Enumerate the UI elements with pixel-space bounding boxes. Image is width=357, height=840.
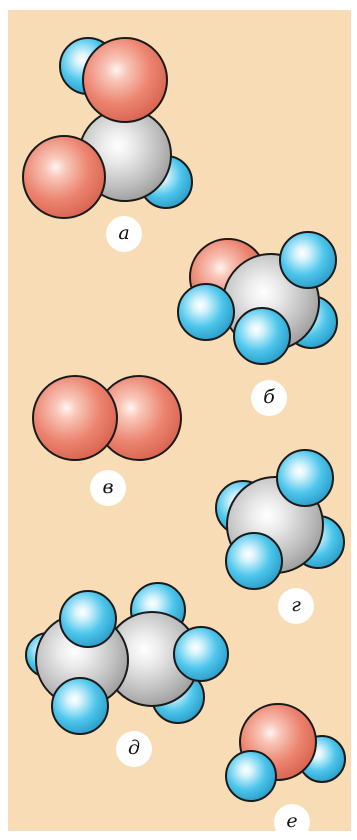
molecule-label-d: д — [116, 731, 152, 767]
oxygen-atom — [22, 135, 106, 219]
molecule-label-a: а — [106, 216, 142, 252]
molecule-label-v: в — [90, 470, 126, 506]
hydrogen-atom — [173, 626, 229, 682]
molecule-d — [25, 582, 229, 735]
hydrogen-atom — [51, 677, 109, 735]
hydrogen-atom — [233, 307, 291, 365]
molecule-v — [32, 375, 182, 461]
hydrogen-atom — [225, 532, 283, 590]
hydrogen-atom — [59, 590, 117, 648]
hydrogen-atom — [276, 449, 334, 507]
molecule-label-g: г — [278, 588, 314, 624]
molecule-g — [215, 449, 345, 590]
molecule-label-b: б — [251, 380, 287, 416]
molecule-e — [225, 703, 346, 802]
molecule-b — [177, 231, 338, 365]
hydrogen-atom — [279, 231, 337, 289]
oxygen-atom — [32, 375, 118, 461]
oxygen-atom — [82, 37, 168, 123]
molecule-label-e: е — [274, 804, 310, 840]
hydrogen-atom — [177, 283, 235, 341]
hydrogen-atom — [225, 750, 277, 802]
molecule-a — [22, 37, 193, 219]
